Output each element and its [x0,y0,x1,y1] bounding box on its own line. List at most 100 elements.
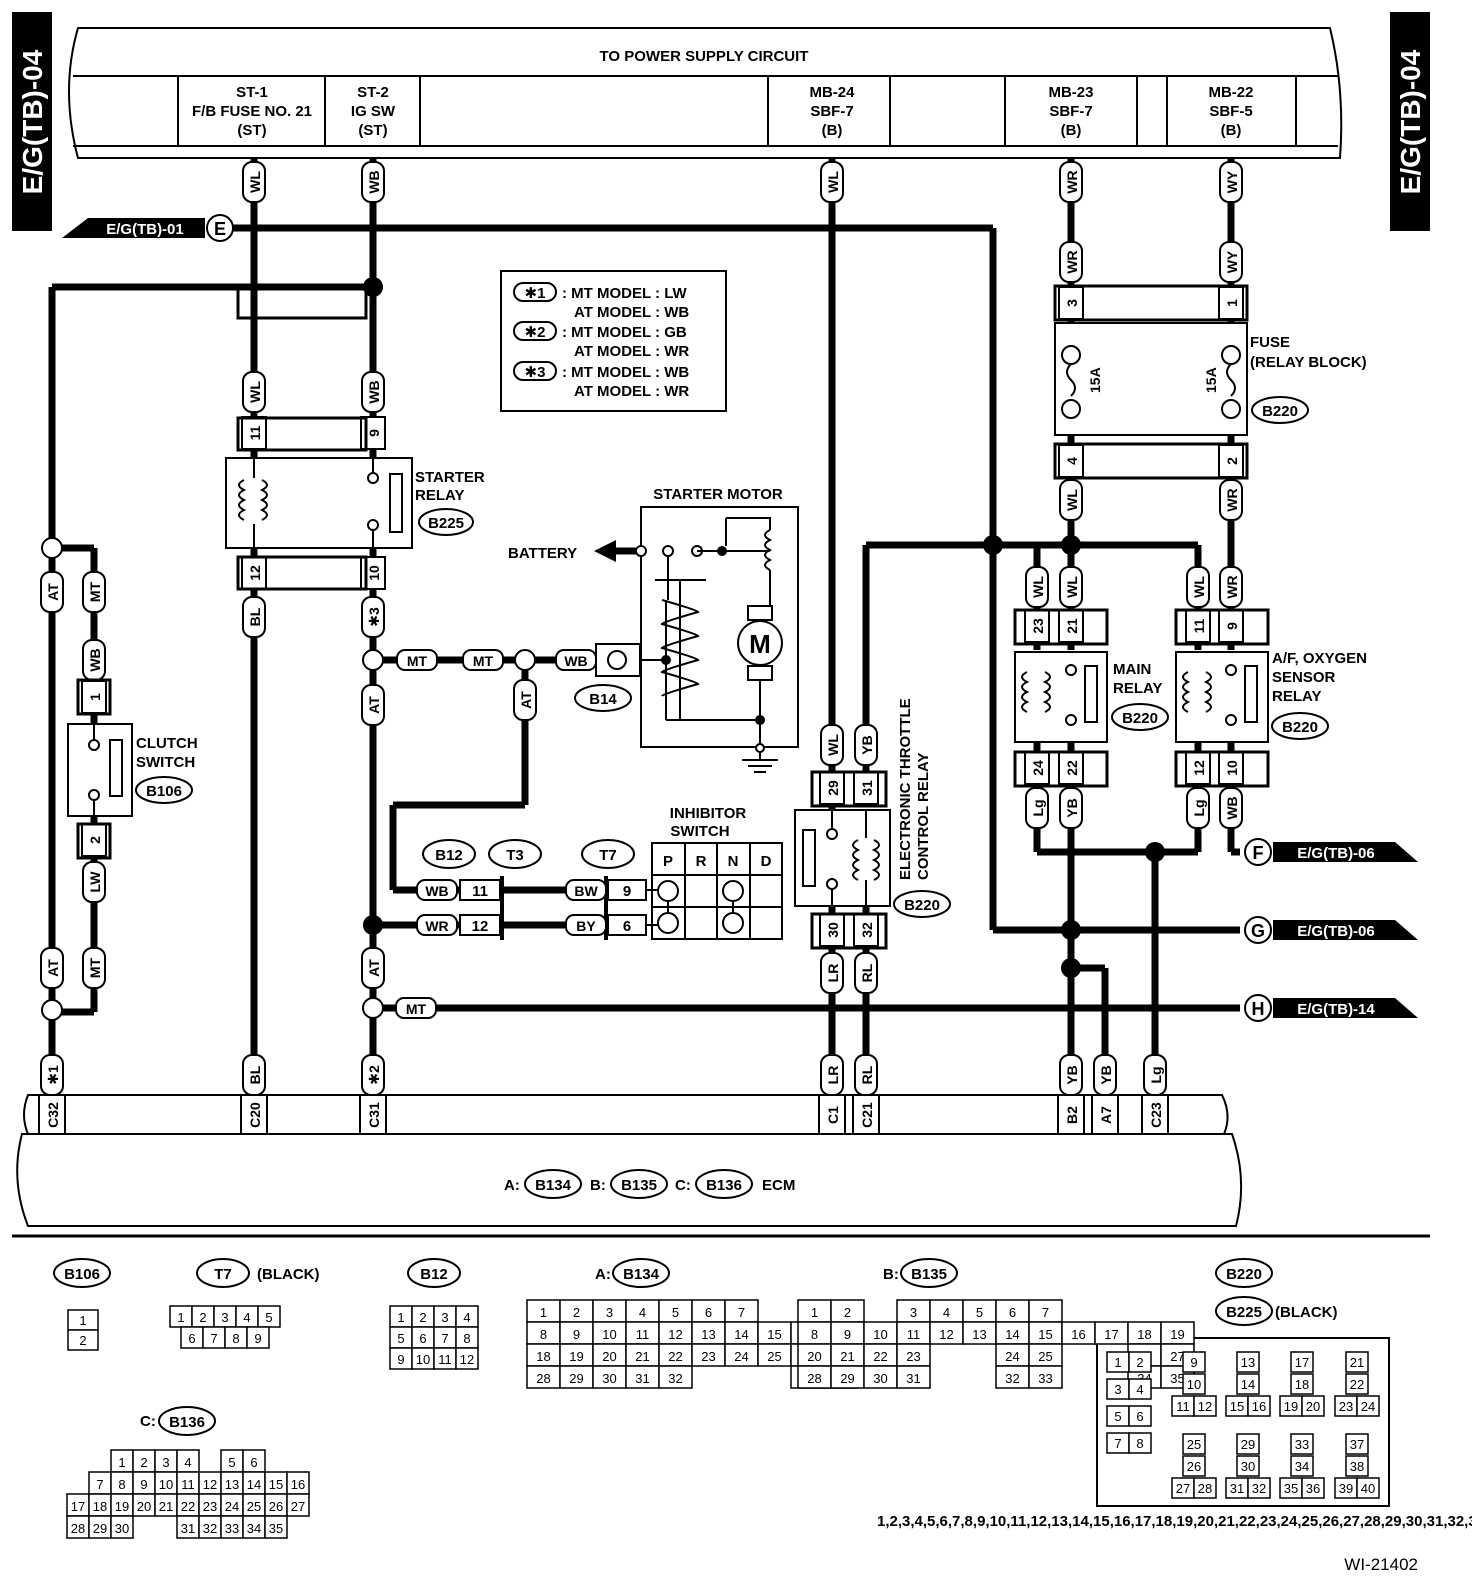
svg-text:12: 12 [472,918,489,935]
svg-text:33: 33 [1038,1371,1052,1386]
svg-text:✱2: ✱2 [525,324,546,341]
svg-text:3: 3 [910,1305,917,1320]
svg-text:3: 3 [441,1310,448,1325]
offpage-connector-f[interactable]: F E/G(TB)-06 [1244,838,1418,866]
svg-text:7: 7 [1042,1305,1049,1320]
wire-tag-wl: WL [1059,566,1083,608]
svg-text:35: 35 [269,1521,283,1536]
pin-4: 4 [1058,444,1084,478]
wire-tag-mt: MT [82,571,106,613]
svg-text:13: 13 [972,1327,986,1342]
svg-text:BY: BY [576,918,596,934]
wire-tag-lg: Lg [1186,787,1210,829]
svg-text:11: 11 [181,1477,195,1492]
view-b135-label: B135 [911,1266,947,1283]
svg-text:✱1: ✱1 [45,1065,61,1085]
svg-text:AT: AT [366,959,382,977]
svg-text:16: 16 [291,1477,305,1492]
svg-text:27: 27 [1170,1349,1184,1364]
offpage-connector-e[interactable]: E/G(TB)-01 E [62,214,234,242]
svg-text:LR: LR [825,964,841,983]
svg-text:23: 23 [701,1349,715,1364]
wire-tag-wb: WB [361,161,385,203]
svg-text:AT MODEL : WR: AT MODEL : WR [574,383,689,400]
svg-text:10: 10 [602,1327,616,1342]
svg-text:21: 21 [840,1349,854,1364]
offpage-connector-h[interactable]: H E/G(TB)-14 [1244,994,1418,1022]
svg-text:WB: WB [366,170,382,193]
svg-text:31: 31 [181,1521,195,1536]
svg-text:18: 18 [1137,1327,1151,1342]
svg-text:28: 28 [1198,1481,1212,1496]
wire-tag-mt: MT [82,947,106,989]
svg-text:H: H [1252,999,1265,1019]
svg-text:13: 13 [225,1477,239,1492]
svg-text:C21: C21 [859,1102,875,1128]
svg-text:29: 29 [840,1371,854,1386]
svg-text:14: 14 [247,1477,261,1492]
wire-tag-wl: WL [820,724,844,766]
view-t7-label: T7 [214,1266,232,1283]
inhibitor-switch: INHIBITOR SWITCH P R N D 9 6 11 12 B12 T… [422,805,783,940]
offpage-connector-g[interactable]: G E/G(TB)-06 [1244,916,1418,944]
svg-text:11: 11 [1176,1399,1190,1414]
svg-text:8: 8 [1136,1436,1143,1451]
svg-text:12: 12 [939,1327,953,1342]
legend-row-3: ✱3 : MT MODEL : WB AT MODEL : WR [513,361,689,400]
svg-text:2: 2 [79,1333,86,1348]
wire-tag-bl: BL [242,596,266,638]
svg-text:FUSE: FUSE [1250,334,1290,351]
pin-32: 32 [853,913,879,947]
wire-tag-wl: WL [1025,566,1049,608]
svg-text:4: 4 [639,1305,646,1320]
svg-text:8: 8 [118,1477,125,1492]
svg-text:10: 10 [1187,1377,1201,1392]
svg-text:6: 6 [250,1455,257,1470]
svg-text:: MT MODEL : LW: : MT MODEL : LW [562,285,688,302]
svg-text:16: 16 [1071,1327,1085,1342]
svg-text:LR: LR [825,1066,841,1085]
svg-text:E/G(TB)-04: E/G(TB)-04 [1395,49,1426,194]
svg-text:29: 29 [93,1521,107,1536]
svg-text:32: 32 [668,1371,682,1386]
svg-text:11: 11 [1191,618,1207,633]
svg-text:3: 3 [162,1455,169,1470]
svg-text:E/G(TB)-06: E/G(TB)-06 [1297,923,1375,940]
svg-text:36: 36 [1306,1481,1320,1496]
svg-text:30: 30 [873,1371,887,1386]
svg-text:C:: C: [675,1177,691,1194]
svg-text:31: 31 [906,1371,920,1386]
svg-text:MAIN: MAIN [1113,661,1151,678]
svg-text:WY: WY [1224,170,1240,193]
svg-text:39: 39 [1339,1481,1353,1496]
wire-tag-bw: BW [565,879,607,901]
svg-text:B2: B2 [1064,1106,1080,1124]
wire-tag-mt: MT [395,997,437,1019]
svg-text:YB: YB [859,735,875,754]
svg-text:4: 4 [243,1310,250,1325]
svg-text:38: 38 [1350,1459,1364,1474]
wire-tag-wl: WL [242,371,266,413]
connector-b220-fuse: B220 [1262,403,1298,420]
svg-text:(ST): (ST) [358,122,387,139]
svg-text:WB: WB [87,648,103,671]
svg-text:A:: A: [595,1266,611,1283]
svg-text:: MT MODEL : WB: : MT MODEL : WB [562,364,689,381]
connector-b220-main: B220 [1122,710,1158,727]
wire-tag-lg: Lg [1025,787,1049,829]
svg-text:9: 9 [366,429,382,437]
svg-text:9: 9 [254,1331,261,1346]
svg-text:(B): (B) [1061,122,1082,139]
svg-text:17: 17 [71,1499,85,1514]
svg-text:MB-24: MB-24 [809,84,855,101]
pin-24: 24 [1024,751,1050,785]
svg-text:34: 34 [247,1521,261,1536]
svg-text:MT: MT [473,653,494,669]
svg-text:27: 27 [1176,1481,1190,1496]
svg-text:BW: BW [574,883,598,899]
svg-text:11: 11 [907,1327,921,1342]
svg-text:E/G(TB)-04: E/G(TB)-04 [17,49,48,194]
view-b106-label: B106 [64,1266,100,1283]
svg-text:9: 9 [397,1352,404,1367]
